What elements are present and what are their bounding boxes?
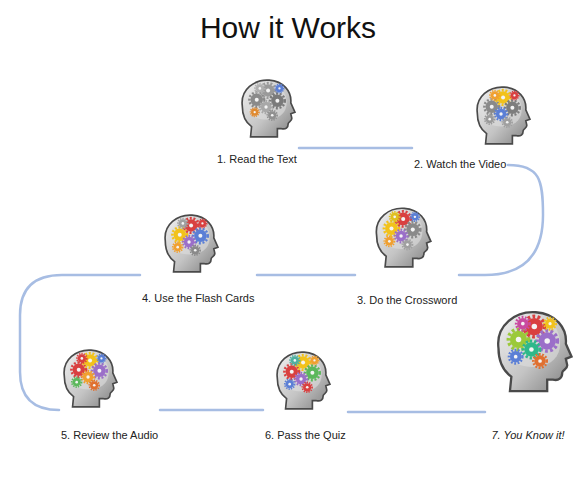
path-connector (348, 411, 485, 414)
path-connector (160, 409, 263, 412)
path-connector (257, 274, 355, 277)
path-connector (20, 275, 140, 410)
head-icon (269, 347, 331, 411)
head-icon (469, 82, 531, 146)
step-node: 2. Watch the Video (412, 82, 508, 171)
path-connector (459, 165, 543, 275)
step-node: 1. Read the Text (215, 75, 299, 166)
step-label: 7. You Know it! (489, 429, 566, 442)
head-icon (234, 75, 296, 139)
step-label: 2. Watch the Video (412, 158, 508, 171)
head-icon (368, 203, 432, 269)
head-icon (157, 210, 219, 274)
step-label: 5. Review the Audio (59, 429, 160, 442)
step-label: 3. Do the Crossword (355, 294, 459, 307)
head-icon (56, 345, 118, 409)
path-connector (299, 147, 412, 150)
step-node: 7. You Know it! (485, 305, 571, 442)
step-node: 3. Do the Crossword (355, 203, 459, 307)
head-icon (487, 305, 573, 394)
step-node: 6. Pass the Quiz (263, 347, 348, 442)
title: How it Works (0, 11, 576, 45)
step-label: 6. Pass the Quiz (263, 429, 348, 442)
step-label: 4. Use the Flash Cards (140, 292, 257, 305)
step-label: 1. Read the Text (215, 153, 299, 166)
step-node: 4. Use the Flash Cards (140, 210, 257, 305)
step-node: 5. Review the Audio (59, 345, 160, 442)
